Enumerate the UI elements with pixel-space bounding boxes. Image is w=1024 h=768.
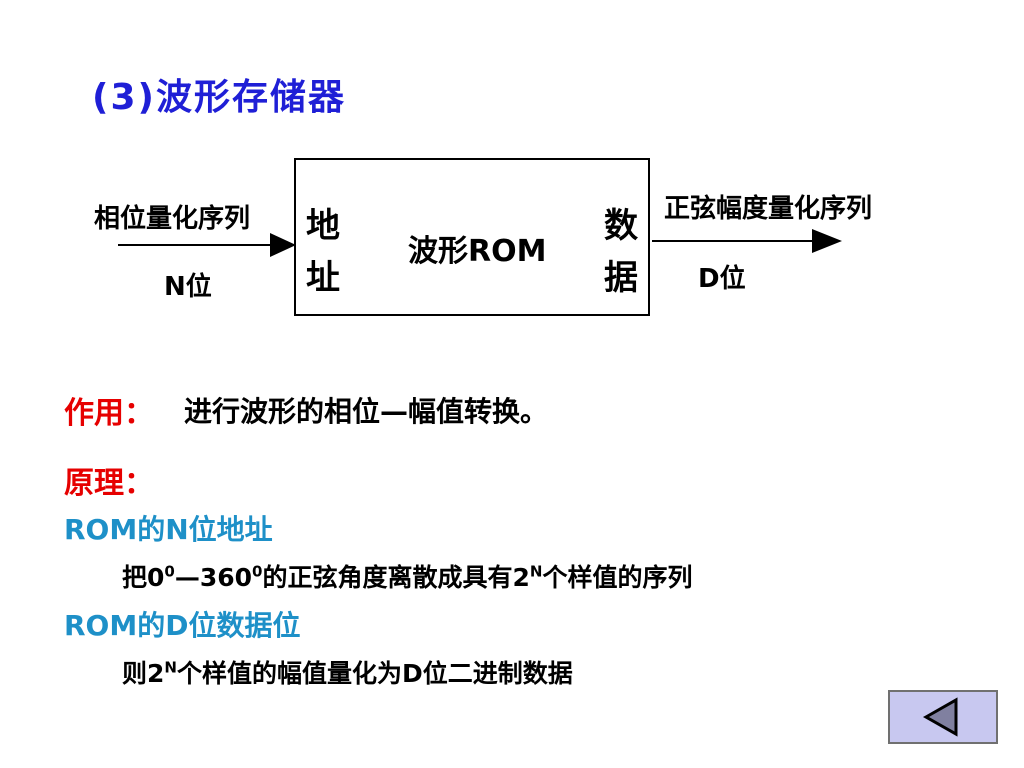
data-label-bottom: 据	[604, 258, 638, 298]
function-text: 进行波形的相位—幅值转换。	[184, 395, 549, 428]
rom-address-heading: ROM的N位地址	[64, 513, 273, 546]
output-bits-label: D位	[698, 264, 746, 294]
function-label: 作用：	[64, 396, 154, 431]
output-label: 正弦幅度量化序列	[664, 194, 873, 224]
rom-diagram: 相位量化序列 N位 地 址 波形ROM 数 据 正弦幅度量化序列 D位	[0, 0, 1024, 340]
rom-box	[294, 158, 650, 316]
back-button[interactable]	[888, 690, 998, 744]
input-bits-label: N位	[164, 272, 212, 302]
output-arrow-head	[812, 229, 842, 253]
principle-label: 原理：	[64, 466, 154, 501]
address-label-bottom: 址	[306, 258, 340, 298]
rom-data-detail: 则2N个样值的幅值量化为D位二进制数据	[122, 658, 573, 688]
rom-data-heading: ROM的D位数据位	[64, 609, 301, 642]
input-arrow-head	[270, 233, 296, 257]
data-label-top: 数	[604, 206, 638, 246]
page-title: (3)波形存储器	[92, 77, 346, 118]
input-arrow-line	[118, 244, 276, 246]
address-label-top: 地	[306, 206, 340, 246]
triangle-left-icon	[922, 697, 958, 737]
rom-label: 波形ROM	[408, 234, 547, 269]
output-arrow-line	[652, 240, 814, 242]
input-label: 相位量化序列	[94, 204, 251, 234]
rom-address-detail: 把00—3600的正弦角度离散成具有2N个样值的序列	[122, 562, 693, 592]
